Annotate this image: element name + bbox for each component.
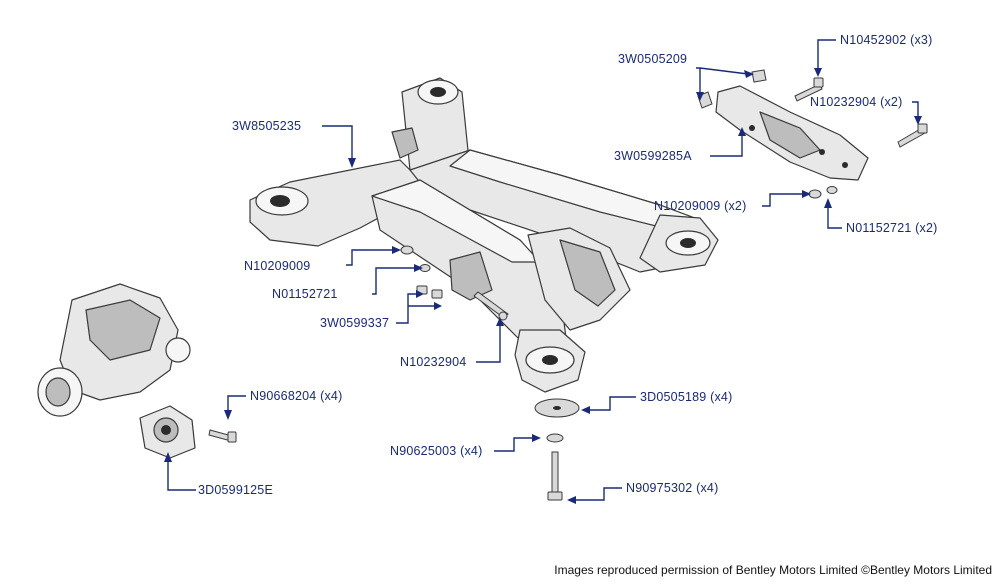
right-hardware bbox=[697, 69, 928, 199]
crossmember-bracket-illustration bbox=[715, 85, 869, 181]
label-washer-left: N01152721 bbox=[272, 287, 338, 301]
label-bump-plate: 3D0505189 (x4) bbox=[640, 390, 732, 404]
label-diff-mount: 3D0599125E bbox=[198, 483, 273, 497]
label-bushing-clip-left: 3W0599337 bbox=[320, 316, 389, 330]
label-clip-pair-right: 3W0505209 bbox=[618, 52, 687, 66]
bottom-hardware bbox=[534, 398, 580, 501]
label-crossmember-bracket: 3W0599285A bbox=[614, 149, 692, 163]
label-washer-right: N01152721 (x2) bbox=[846, 221, 938, 235]
label-bolt-right: N10232904 (x2) bbox=[810, 95, 902, 109]
label-washer-bottom: N90625003 (x4) bbox=[390, 444, 482, 458]
label-diff-bolt: N90668204 (x4) bbox=[250, 389, 342, 403]
rear-subframe-illustration bbox=[249, 77, 719, 393]
label-long-bolt: N90975302 (x4) bbox=[626, 481, 718, 495]
label-nut-right: N10209009 (x2) bbox=[654, 199, 746, 213]
label-subframe: 3W8505235 bbox=[232, 119, 301, 133]
diff-bolt-illustration bbox=[208, 429, 237, 443]
label-bolt-left: N10232904 bbox=[400, 355, 466, 369]
label-bolt-right-top: N10452902 (x3) bbox=[840, 33, 932, 47]
differential-mount-illustration bbox=[139, 405, 196, 459]
label-nut-left: N10209009 bbox=[244, 259, 310, 273]
copyright-credit: Images reproduced permission of Bentley … bbox=[554, 563, 992, 577]
differential-illustration bbox=[37, 283, 191, 417]
leader-lines bbox=[164, 39, 922, 504]
